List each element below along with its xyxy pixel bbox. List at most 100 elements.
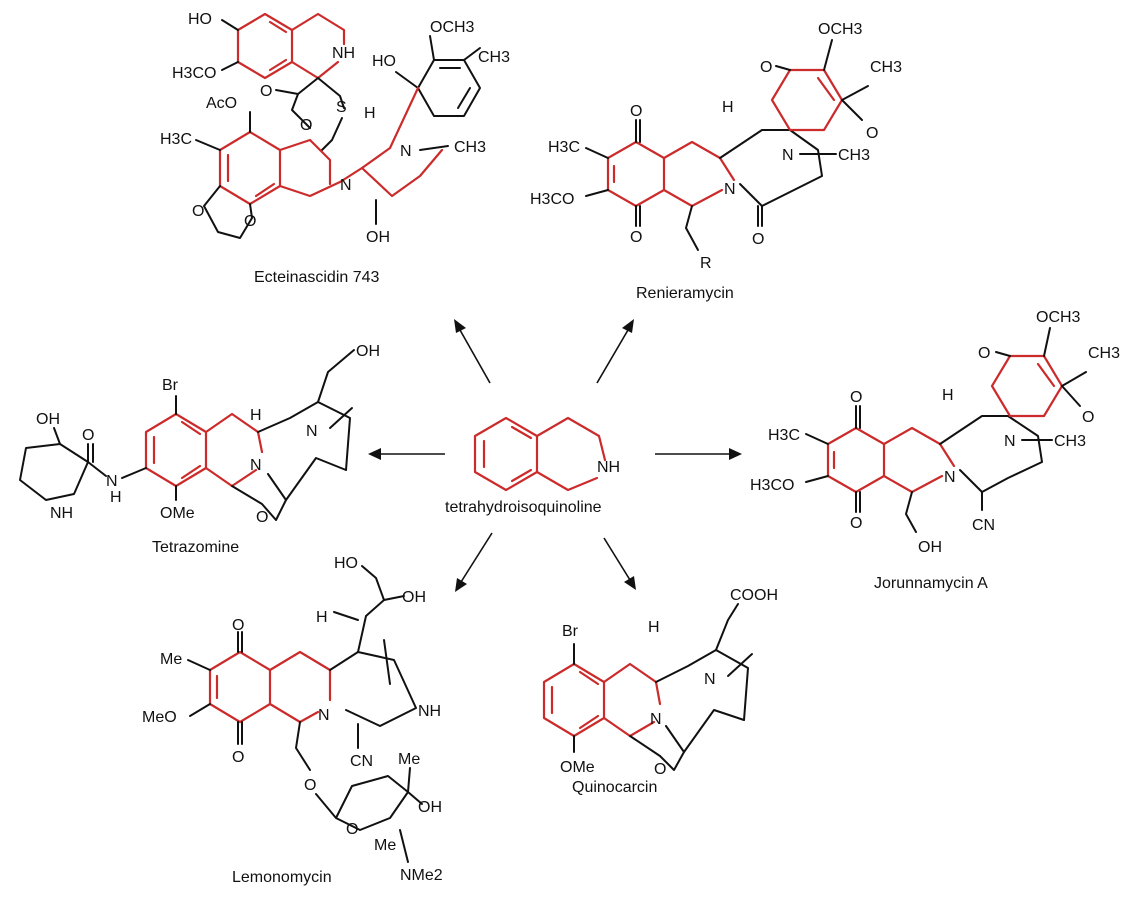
quin-br-label: Br (562, 623, 579, 640)
jor-och3-label: OCH3 (1036, 309, 1081, 326)
ren-h3c-label: H3C (548, 139, 580, 156)
jor-n-label: N (944, 469, 956, 486)
ect-nh-label: NH (332, 45, 355, 62)
tet-oh-label: OH (36, 411, 60, 428)
lem-oh2-label: OH (418, 799, 442, 816)
arrowhead-renieramycin (622, 319, 634, 333)
ect-h3co-label: H3CO (172, 65, 216, 82)
ren-ch3n-label: CH3 (838, 147, 870, 164)
jor-o-right-label: O (1082, 409, 1094, 426)
lem-nme2-label: NMe2 (400, 867, 443, 884)
ect-o4-label: O (244, 213, 256, 230)
ect-h3c-label: H3C (160, 131, 192, 148)
tet-h-n-label: H (110, 489, 122, 506)
jor-o-left-label: O (850, 389, 862, 406)
lem-meo-label: MeO (142, 709, 177, 726)
tet-o-ring-label: O (256, 509, 268, 526)
ecteinascidin-name: Ecteinascidin 743 (254, 269, 380, 286)
arrowhead-quinocarcin (624, 576, 636, 590)
jor-h-label: H (942, 387, 954, 404)
lem-o-ring-label: O (346, 821, 358, 838)
tet-h-label: H (250, 407, 262, 424)
ren-h3co-label: H3CO (530, 191, 574, 208)
arrowhead-lemonomycin (455, 578, 467, 592)
renieramycin-structure: O O H3C H3CO N R O N CH3 H O O OCH3 CH3 (530, 21, 902, 272)
jor-oh-label: OH (918, 539, 942, 556)
ren-r-label: R (700, 255, 712, 272)
jor-nbridge-label: N (1004, 433, 1016, 450)
lem-o-link-label: O (304, 777, 316, 794)
tetrahydroisoquinoline-structure: NH (473, 416, 620, 492)
jor-h3co-label: H3CO (750, 477, 794, 494)
lem-o-top-label: O (232, 617, 244, 634)
tet-o-label: O (82, 427, 94, 444)
lem-oh-label: OH (402, 589, 426, 606)
ect-aco-label: AcO (206, 95, 237, 112)
ect-ch3-label: CH3 (478, 49, 510, 66)
jor-o-top-label: O (978, 345, 990, 362)
center-nh-label: NH (597, 459, 620, 476)
center-name: tetrahydroisoquinoline (445, 499, 602, 516)
arrowhead-ecteinascidin (454, 319, 466, 333)
tet-nh-label: NH (50, 505, 73, 522)
jorunnamycin-name: Jorunnamycin A (874, 575, 988, 592)
jorunnamycin-structure: O O H3C H3CO N OH CN N CH3 H O O OCH3 CH… (750, 309, 1120, 556)
lem-me-label: Me (160, 651, 182, 668)
ren-nbridge-label: N (782, 147, 794, 164)
ect-oh-label: OH (366, 229, 390, 246)
ecteinascidin-structure: HO H3CO NH O O S OCH3 CH3 HO AcO H3C O O (160, 11, 510, 246)
ect-o3-label: O (192, 203, 204, 220)
quinocarcin-name: Quinocarcin (572, 779, 657, 796)
ect-ch3n-label: CH3 (454, 139, 486, 156)
ect-h-label: H (364, 105, 376, 122)
ren-o-left-label: O (630, 103, 642, 120)
arrows (368, 319, 742, 592)
quin-cooh-label: COOH (730, 587, 778, 604)
ren-n-label: N (724, 181, 736, 198)
tet-oh-top-label: OH (356, 343, 380, 360)
ect-ho2-label: HO (372, 53, 396, 70)
ect-och3-label: OCH3 (430, 19, 475, 36)
jor-ch3-label: CH3 (1088, 345, 1120, 362)
ren-ch3-label: CH3 (870, 59, 902, 76)
arrowhead-jorunnamycin (729, 448, 742, 460)
tetrazomine-name: Tetrazomine (152, 539, 239, 556)
jor-h3c-label: H3C (768, 427, 800, 444)
quin-ome-label: OMe (560, 759, 595, 776)
ren-och3-label: OCH3 (818, 21, 863, 38)
ect-o2-label: O (300, 117, 312, 134)
arrow-to-renieramycin (596, 329, 629, 384)
ren-o-amide-label: O (752, 231, 764, 248)
ect-s-label: S (336, 99, 347, 116)
lem-me2-label: Me (398, 751, 420, 768)
lem-cn-label: CN (350, 753, 373, 770)
lem-n-label: N (318, 707, 330, 724)
tet-n-label: N (250, 457, 262, 474)
tet-br-label: Br (162, 377, 179, 394)
ect-ho-label: HO (188, 11, 212, 28)
jor-ch3n-label: CH3 (1054, 433, 1086, 450)
arrowhead-tetrazomine (368, 448, 381, 460)
tet-nh-amide-n: N (106, 473, 118, 490)
lemonomycin-name: Lemonomycin (232, 869, 332, 886)
quin-n-label: N (650, 711, 662, 728)
lem-o-bottom-label: O (232, 749, 244, 766)
lem-nh-label: NH (418, 703, 441, 720)
ren-o-bottom-label: O (630, 229, 642, 246)
ren-o-right-label: O (866, 125, 878, 142)
quin-o-label: O (654, 761, 666, 778)
lem-ho-label: HO (334, 555, 358, 572)
tet-nbridge-label: N (306, 423, 318, 440)
arrow-to-lemonomycin (460, 532, 493, 583)
quin-nbridge-label: N (704, 671, 716, 688)
ren-h-label: H (722, 99, 734, 116)
tetrazomine-structure: Br OMe N H OH N O N H O OH NH (19, 343, 380, 526)
ect-o1-label: O (260, 83, 272, 100)
ect-nbridge-label: N (400, 143, 412, 160)
quin-h-label: H (648, 619, 660, 636)
lemonomycin-structure: O O Me MeO N O H HO OH NH CN O OH Me Me … (142, 555, 443, 884)
tet-ome-label: OMe (160, 505, 195, 522)
quinocarcin-structure: Br OMe N H COOH N O (542, 587, 778, 778)
ect-n-label: N (340, 177, 352, 194)
